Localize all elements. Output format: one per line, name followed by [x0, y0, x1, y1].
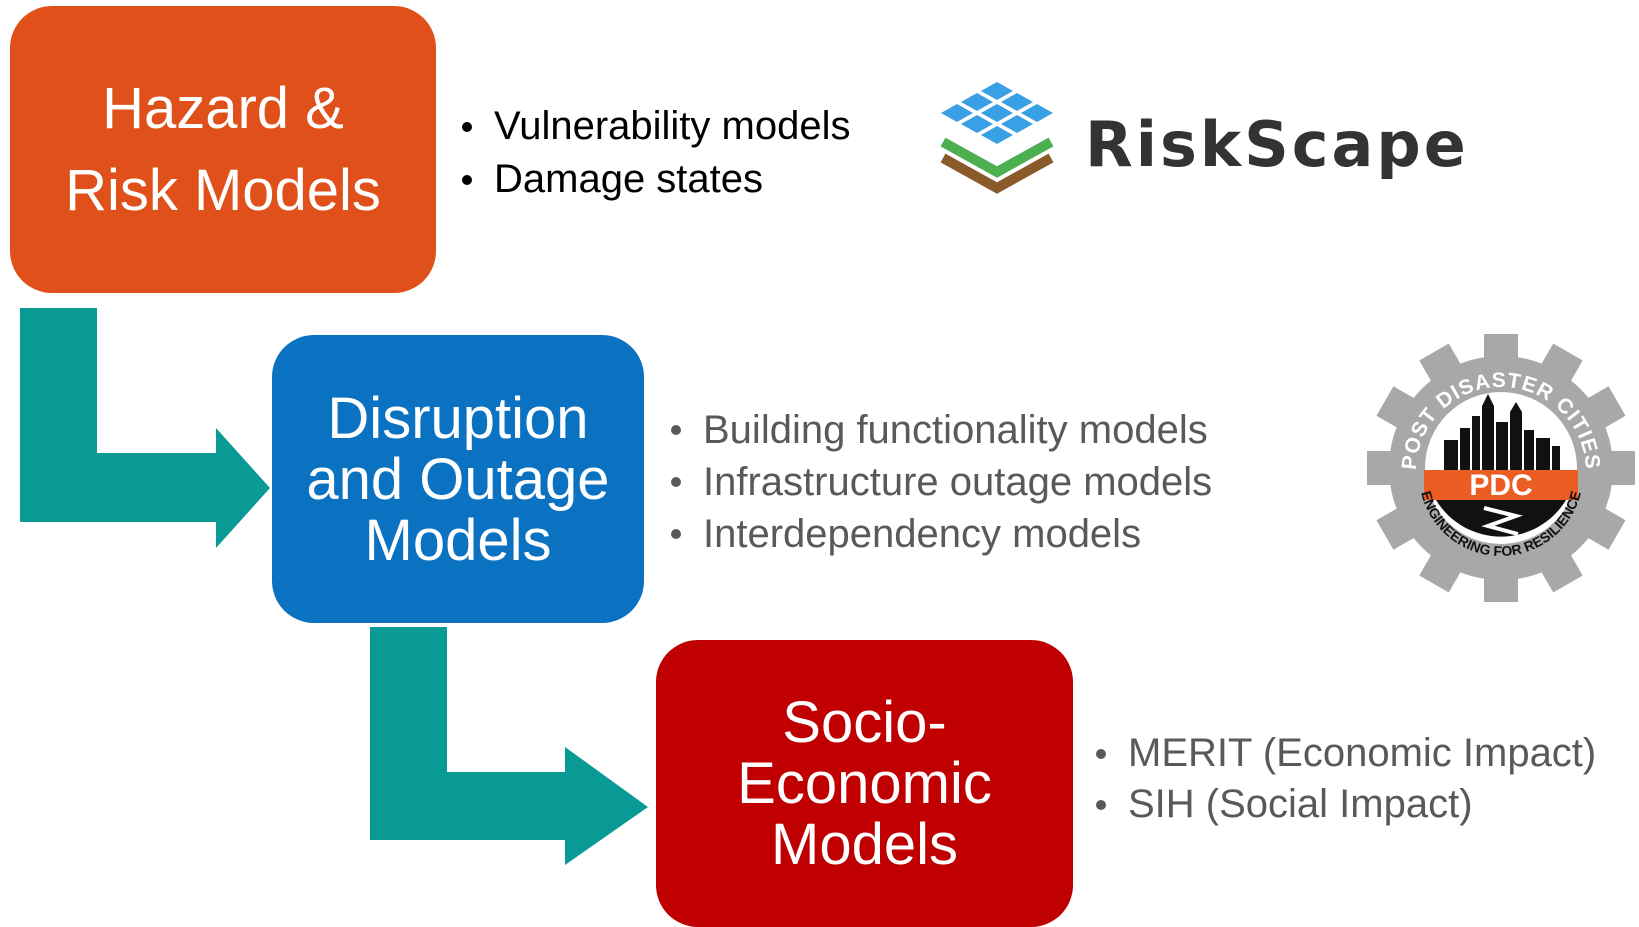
- hazard-risk-models-box: Hazard & Risk Models: [10, 6, 436, 293]
- hazard-risk-models-label: Hazard & Risk Models: [65, 75, 381, 223]
- disruption-bullet-item: Building functionality models: [667, 404, 1212, 456]
- socio-economic-models-label: Socio- Economic Models: [737, 690, 992, 877]
- disruption-outage-models-box: Disruption and Outage Models: [272, 335, 644, 623]
- riskscape-logo: RiskScape: [935, 80, 1466, 200]
- pdc-center-text: PDC: [1469, 469, 1532, 502]
- riskscape-wordmark: RiskScape: [1085, 108, 1469, 181]
- city-skyline-icon: [1444, 394, 1560, 470]
- arrow-disruption-to-socio: [370, 627, 648, 865]
- socio-bullet-item: MERIT (Economic Impact): [1092, 728, 1596, 779]
- socio-bullet-item: SIH (Social Impact): [1092, 779, 1596, 830]
- socio-bullet-list: MERIT (Economic Impact) SIH (Social Impa…: [1092, 728, 1596, 830]
- disruption-bullet-item: Interdependency models: [667, 508, 1212, 560]
- hazard-bullet-item: Vulnerability models: [458, 100, 850, 153]
- hazard-bullet-list: Vulnerability models Damage states: [458, 100, 850, 206]
- hazard-bullet-item: Damage states: [458, 153, 850, 206]
- disruption-outage-models-label: Disruption and Outage Models: [306, 385, 610, 573]
- disruption-bullet-list: Building functionality models Infrastruc…: [667, 404, 1212, 560]
- disruption-bullet-item: Infrastructure outage models: [667, 456, 1212, 508]
- socio-economic-models-box: Socio- Economic Models: [656, 640, 1073, 927]
- pdc-gear-logo: PDC POST DISASTER CITIES ENGINEERING FOR…: [1367, 334, 1635, 602]
- arrow-hazard-to-disruption: [20, 308, 270, 548]
- layered-grid-icon: [940, 82, 1054, 194]
